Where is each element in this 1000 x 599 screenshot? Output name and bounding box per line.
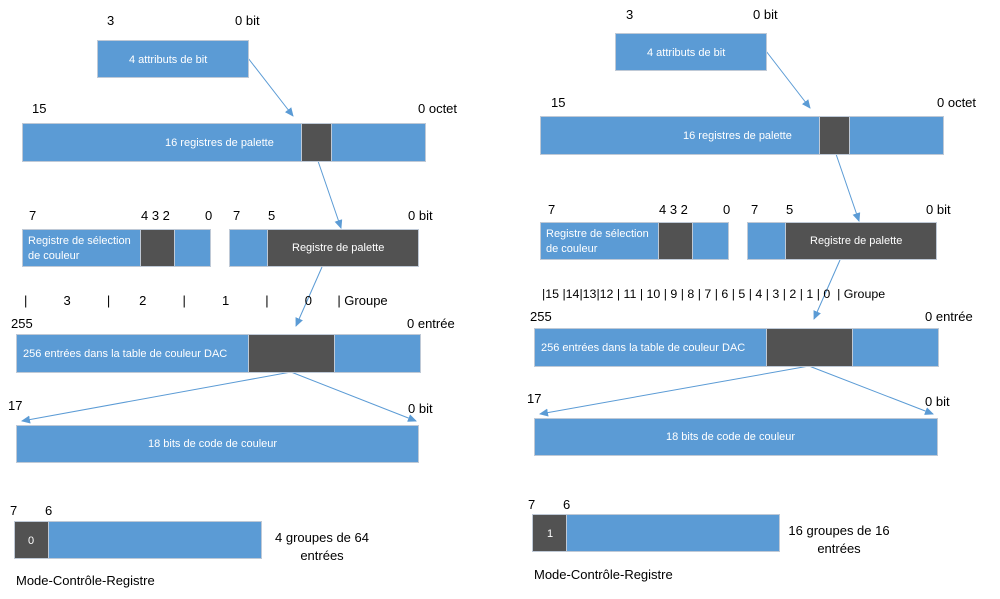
- palette-register-high-bits: [747, 222, 786, 260]
- mode-ctrl-rest-box: [566, 514, 780, 552]
- dac-hi-label: 255: [530, 309, 552, 324]
- mode-ctrl-desc-line1: 4 groupes de 64: [275, 530, 369, 545]
- palette-reg-lo-label: 0 bit: [926, 202, 951, 217]
- palette-registers-bar: 16 registres de palette: [540, 116, 944, 155]
- palette-regs-hi-label: 15: [551, 95, 566, 110]
- palette-regs-lo-label: 0 octet: [937, 95, 977, 110]
- color-select-label-line1: Registre de sélection: [546, 228, 649, 240]
- color-select-bits-1-0: [692, 222, 729, 260]
- group-index-row: | 3 | 2 | 1 | 0 | Groupe: [24, 293, 388, 308]
- color-code-bar: 18 bits de code de couleur: [16, 425, 419, 463]
- color-code-bar: 18 bits de code de couleur: [534, 418, 938, 456]
- dac-table-label: 256 entrées dans la table de couleur DAC: [541, 342, 746, 354]
- arrow-dac-to-bit0: [808, 365, 934, 415]
- attr-bit-lo-label: 0 bit: [753, 7, 778, 22]
- dac-lo-label: 0 entrée: [925, 309, 973, 324]
- color-code-hi-label: 17: [527, 391, 542, 406]
- mode-ctrl-desc-line2: entrées: [300, 547, 344, 563]
- mode-ctrl-bit7-box: 0: [14, 521, 49, 559]
- palette-registers-label: 16 registres de palette: [165, 137, 274, 149]
- mode-ctrl-bit7-value: 1: [547, 528, 554, 540]
- mode-ctrl-description: 4 groupes de 64 entrées: [266, 529, 378, 564]
- palette-register-label: Registre de palette: [292, 242, 385, 254]
- color-select-bits-3-2: [140, 229, 175, 267]
- mode-ctrl-register-name: Mode-Contrôle-Registre: [534, 567, 673, 582]
- palette-regs-hi-label: 15: [32, 101, 47, 116]
- palette-reg-bit5-label: 5: [786, 202, 794, 217]
- palette-register-high-bits: [229, 229, 268, 267]
- color-select-bits-3-2: [658, 222, 693, 260]
- color-select-register-high: Registre de sélection de couleur: [22, 229, 141, 267]
- color-select-bit0-label: 0: [723, 202, 731, 217]
- arrow-dac-to-bit17: [539, 365, 810, 417]
- palette-register-box: Registre de palette: [267, 229, 419, 267]
- palette-reg-bit5-label: 5: [268, 208, 276, 223]
- color-select-bit0-label: 0: [205, 208, 213, 223]
- color-select-label-line1: Registre de sélection: [28, 235, 131, 247]
- mode-ctrl-bit6-label: 6: [45, 503, 53, 518]
- palette-reg-lo-label: 0 bit: [408, 208, 433, 223]
- color-code-hi-label: 17: [8, 398, 23, 413]
- mode-ctrl-rest-box: [48, 521, 262, 559]
- selected-palette-register-segment: [819, 116, 850, 155]
- selected-palette-register-segment: [301, 123, 332, 162]
- attribute-bits-label: 4 attributs de bit: [129, 54, 208, 66]
- attribute-bits-label: 4 attributs de bit: [647, 47, 726, 59]
- palette-register-label: Registre de palette: [810, 235, 903, 247]
- arrow-palette-regs-to-palette-reg: [317, 160, 343, 229]
- color-select-bits-1-0: [174, 229, 211, 267]
- attr-bit-hi-label: 3: [107, 13, 115, 28]
- attr-bit-lo-label: 0 bit: [235, 13, 260, 28]
- dac-lo-label: 0 entrée: [407, 316, 455, 331]
- dac-hi-label: 255: [11, 316, 33, 331]
- color-select-bit432-label: 4 3 2: [659, 202, 688, 217]
- attr-bit-hi-label: 3: [626, 7, 634, 22]
- dac-table-bar: 256 entrées dans la table de couleur DAC: [16, 334, 421, 373]
- color-select-bit432-label: 4 3 2: [141, 208, 170, 223]
- color-code-lo-label: 0 bit: [925, 394, 950, 409]
- mode-ctrl-bit7-box: 1: [532, 514, 567, 552]
- arrow-dac-to-bit17: [21, 371, 292, 424]
- mode-ctrl-description: 16 groupes de 16 entrées: [781, 522, 897, 557]
- group-index-row: |15 |14|13|12 | 11 | 10 | 9 | 8 | 7 | 6 …: [542, 287, 886, 301]
- arrow-attr-to-palette-regs: [247, 57, 294, 117]
- mode-ctrl-bit6-label: 6: [563, 497, 571, 512]
- diagram-panel-16-groups: 3 0 bit 4 attributs de bit 15 0 octet 16…: [519, 0, 1000, 594]
- palette-registers-bar: 16 registres de palette: [22, 123, 426, 162]
- arrow-dac-to-bit0: [290, 371, 417, 422]
- attribute-bits-box: 4 attributs de bit: [97, 40, 249, 78]
- color-select-bit7-label: 7: [548, 202, 556, 217]
- arrow-attr-to-palette-regs: [765, 50, 811, 109]
- mode-ctrl-bit7-label: 7: [528, 497, 536, 512]
- dac-selected-group-segment: [248, 334, 335, 373]
- mode-ctrl-bit7-value: 0: [28, 535, 35, 547]
- palette-regs-lo-label: 0 octet: [418, 101, 458, 116]
- attribute-bits-box: 4 attributs de bit: [615, 33, 767, 71]
- dac-selected-group-segment: [766, 328, 853, 367]
- color-select-bit7-label: 7: [29, 208, 37, 223]
- mode-ctrl-register-name: Mode-Contrôle-Registre: [16, 573, 155, 588]
- dac-table-bar: 256 entrées dans la table de couleur DAC: [534, 328, 939, 367]
- palette-reg-bit7-label: 7: [233, 208, 241, 223]
- palette-register-box: Registre de palette: [785, 222, 937, 260]
- color-code-label: 18 bits de code de couleur: [148, 438, 278, 450]
- color-select-register-high: Registre de sélection de couleur: [540, 222, 659, 260]
- palette-reg-bit7-label: 7: [751, 202, 759, 217]
- mode-ctrl-desc-line2: entrées: [817, 540, 861, 556]
- diagram-panel-4-groups: 3 0 bit 4 attributs de bit 15 0 octet 16…: [8, 13, 458, 588]
- mode-ctrl-desc-line1: 16 groupes de 16: [788, 523, 890, 538]
- color-select-label-line2: de couleur: [28, 250, 80, 262]
- mode-ctrl-bit7-label: 7: [10, 503, 18, 518]
- palette-registers-label: 16 registres de palette: [683, 130, 792, 142]
- arrow-palette-regs-to-palette-reg: [835, 153, 861, 222]
- color-code-label: 18 bits de code de couleur: [666, 431, 796, 443]
- dac-table-label: 256 entrées dans la table de couleur DAC: [23, 348, 228, 360]
- color-code-lo-label: 0 bit: [408, 401, 433, 416]
- color-select-label-line2: de couleur: [546, 243, 598, 255]
